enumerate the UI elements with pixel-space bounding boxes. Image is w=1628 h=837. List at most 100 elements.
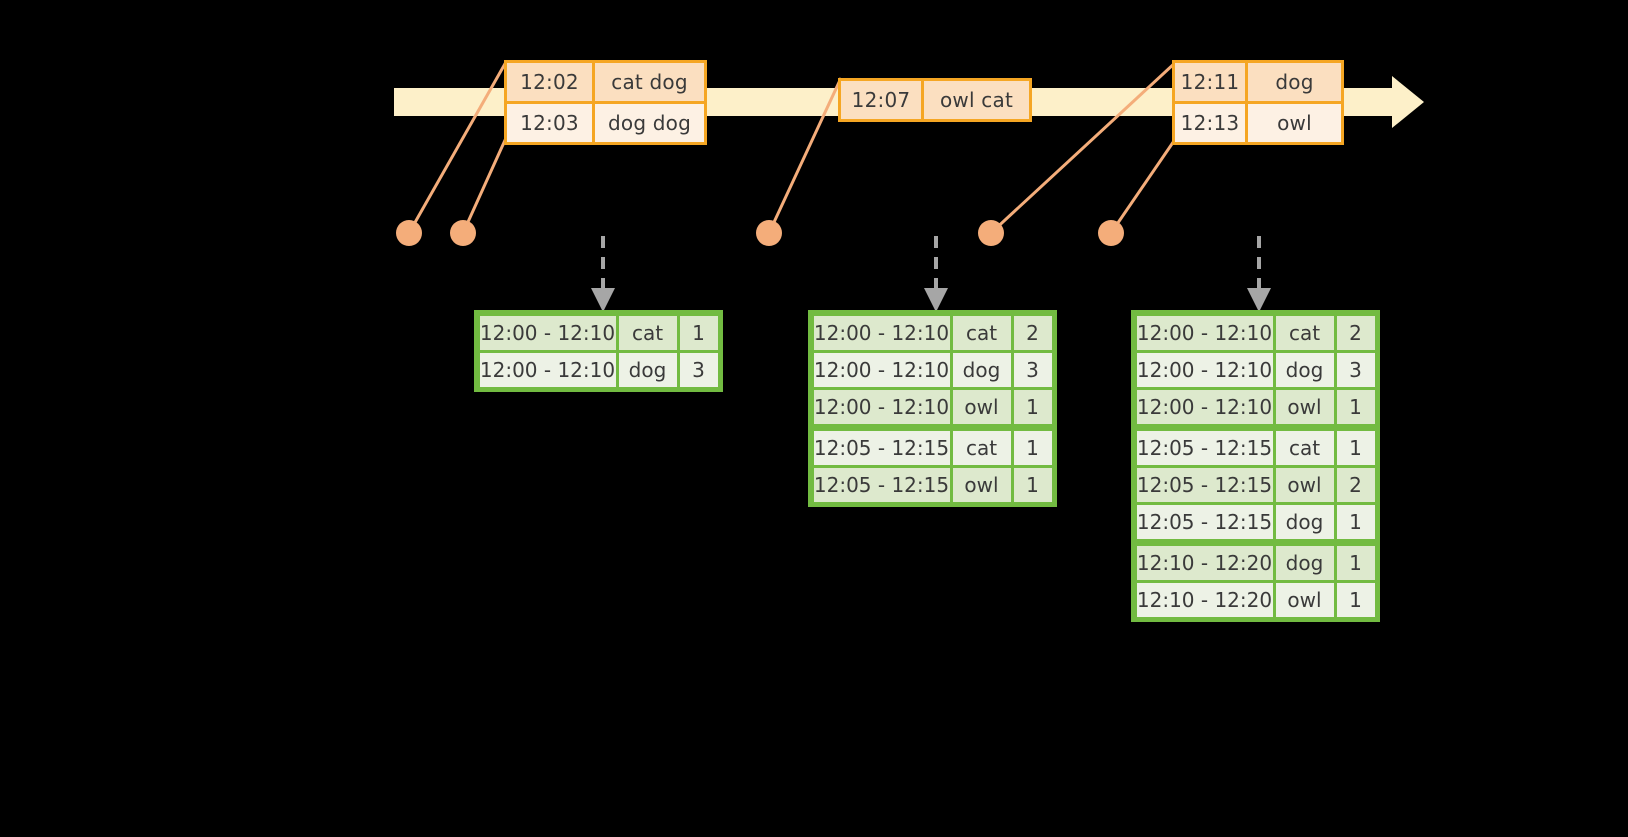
event-words: owl cat xyxy=(924,81,1029,119)
flow-arrow-head-3 xyxy=(1247,288,1271,312)
cell-word: owl xyxy=(1275,582,1334,617)
result-group: 12:05 - 12:15 cat 1 12:05 - 12:15 owl 1 xyxy=(812,429,1053,503)
table-row: 12:00 - 12:10 dog 3 xyxy=(1135,351,1376,388)
cell-count: 1 xyxy=(1336,582,1375,617)
table-row: 12:10 - 12:20 owl 1 xyxy=(1135,581,1376,618)
cell-window: 12:00 - 12:10 xyxy=(1136,315,1273,350)
result-group: 12:00 - 12:10 cat 2 12:00 - 12:10 dog 3 … xyxy=(1135,314,1376,425)
event-words: dog dog xyxy=(595,104,704,142)
cell-window: 12:05 - 12:15 xyxy=(1136,467,1273,502)
event-time: 12:13 xyxy=(1175,104,1248,142)
cell-count: 1 xyxy=(1013,467,1052,502)
result-group: 12:05 - 12:15 cat 1 12:05 - 12:15 owl 2 … xyxy=(1135,429,1376,540)
table-row: 12:05 - 12:15 owl 2 xyxy=(1135,466,1376,503)
cell-count: 1 xyxy=(1336,504,1375,539)
watermark-dot-3 xyxy=(756,220,782,246)
event-words: cat dog xyxy=(595,63,704,101)
group-separator xyxy=(1135,425,1376,429)
table-row: 12:00 - 12:10 owl 1 xyxy=(812,388,1053,425)
cell-count: 3 xyxy=(1013,352,1052,387)
cell-count: 1 xyxy=(1013,389,1052,424)
table-row: 12:05 - 12:15 cat 1 xyxy=(1135,429,1376,466)
event-time: 12:03 xyxy=(507,104,595,142)
cell-word: dog xyxy=(618,352,677,387)
result-group: 12:00 - 12:10 cat 2 12:00 - 12:10 dog 3 … xyxy=(812,314,1053,425)
cell-word: owl xyxy=(1275,467,1334,502)
cell-count: 2 xyxy=(1013,315,1052,350)
event-group-3[interactable]: 12:11 dog 12:13 owl xyxy=(1172,60,1344,145)
table-row: 12:05 - 12:15 dog 1 xyxy=(1135,503,1376,540)
flow-arrow-head-1 xyxy=(591,288,615,312)
table-row: 12:05 - 12:15 cat 1 xyxy=(812,429,1053,466)
table-row: 12:00 - 12:10 cat 2 xyxy=(1135,314,1376,351)
cell-window: 12:00 - 12:10 xyxy=(813,352,950,387)
watermark-dot-5 xyxy=(1098,220,1124,246)
event-time: 12:02 xyxy=(507,63,595,101)
event-row: 12:02 cat dog xyxy=(507,63,704,101)
cell-window: 12:05 - 12:15 xyxy=(813,467,950,502)
table-row: 12:00 - 12:10 owl 1 xyxy=(1135,388,1376,425)
cell-word: dog xyxy=(1275,545,1334,580)
table-row: 12:00 - 12:10 cat 1 xyxy=(478,314,719,351)
cell-word: cat xyxy=(952,315,1011,350)
result-group: 12:00 - 12:10 cat 1 12:00 - 12:10 dog 3 xyxy=(478,314,719,388)
event-words: dog xyxy=(1248,63,1341,101)
cell-window: 12:00 - 12:10 xyxy=(813,389,950,424)
timeline-arrowhead-icon xyxy=(1392,76,1424,128)
cell-count: 2 xyxy=(1336,467,1375,502)
cell-window: 12:00 - 12:10 xyxy=(479,352,616,387)
cell-word: cat xyxy=(618,315,677,350)
cell-window: 12:00 - 12:10 xyxy=(479,315,616,350)
cell-word: owl xyxy=(952,467,1011,502)
event-group-2[interactable]: 12:07 owl cat xyxy=(838,78,1032,122)
result-table-1[interactable]: 12:00 - 12:10 cat 1 12:00 - 12:10 dog 3 xyxy=(474,310,723,392)
cell-count: 3 xyxy=(679,352,718,387)
table-row: 12:05 - 12:15 owl 1 xyxy=(812,466,1053,503)
result-table-3[interactable]: 12:00 - 12:10 cat 2 12:00 - 12:10 dog 3 … xyxy=(1131,310,1380,622)
cell-count: 2 xyxy=(1336,315,1375,350)
cell-count: 1 xyxy=(679,315,718,350)
cell-window: 12:05 - 12:15 xyxy=(1136,430,1273,465)
event-row: 12:07 owl cat xyxy=(841,81,1029,119)
cell-word: dog xyxy=(1275,504,1334,539)
connector-line-2 xyxy=(461,137,508,234)
table-row: 12:00 - 12:10 cat 2 xyxy=(812,314,1053,351)
cell-window: 12:00 - 12:10 xyxy=(813,315,950,350)
event-row: 12:03 dog dog xyxy=(507,101,704,142)
connector-line-5 xyxy=(1109,137,1178,234)
cell-word: cat xyxy=(1275,430,1334,465)
cell-window: 12:10 - 12:20 xyxy=(1136,582,1273,617)
group-separator xyxy=(1135,540,1376,544)
table-row: 12:00 - 12:10 dog 3 xyxy=(812,351,1053,388)
cell-count: 1 xyxy=(1013,430,1052,465)
cell-word: dog xyxy=(1275,352,1334,387)
result-group: 12:10 - 12:20 dog 1 12:10 - 12:20 owl 1 xyxy=(1135,544,1376,618)
watermark-dot-1 xyxy=(396,220,422,246)
event-time: 12:07 xyxy=(841,81,924,119)
cell-count: 1 xyxy=(1336,430,1375,465)
cell-window: 12:05 - 12:15 xyxy=(813,430,950,465)
cell-count: 1 xyxy=(1336,389,1375,424)
cell-window: 12:00 - 12:10 xyxy=(1136,389,1273,424)
watermark-dot-2 xyxy=(450,220,476,246)
cell-window: 12:10 - 12:20 xyxy=(1136,545,1273,580)
cell-count: 3 xyxy=(1336,352,1375,387)
cell-word: cat xyxy=(952,430,1011,465)
table-row: 12:00 - 12:10 dog 3 xyxy=(478,351,719,388)
cell-word: dog xyxy=(952,352,1011,387)
cell-word: cat xyxy=(1275,315,1334,350)
event-group-1[interactable]: 12:02 cat dog 12:03 dog dog xyxy=(504,60,707,145)
watermark-dot-4 xyxy=(978,220,1004,246)
flow-arrow-head-2 xyxy=(924,288,948,312)
table-row: 12:10 - 12:20 dog 1 xyxy=(1135,544,1376,581)
group-separator xyxy=(812,425,1053,429)
result-table-2[interactable]: 12:00 - 12:10 cat 2 12:00 - 12:10 dog 3 … xyxy=(808,310,1057,507)
event-words: owl xyxy=(1248,104,1341,142)
cell-word: owl xyxy=(952,389,1011,424)
event-time: 12:11 xyxy=(1175,63,1248,101)
cell-window: 12:05 - 12:15 xyxy=(1136,504,1273,539)
cell-count: 1 xyxy=(1336,545,1375,580)
event-row: 12:13 owl xyxy=(1175,101,1341,142)
event-row: 12:11 dog xyxy=(1175,63,1341,101)
